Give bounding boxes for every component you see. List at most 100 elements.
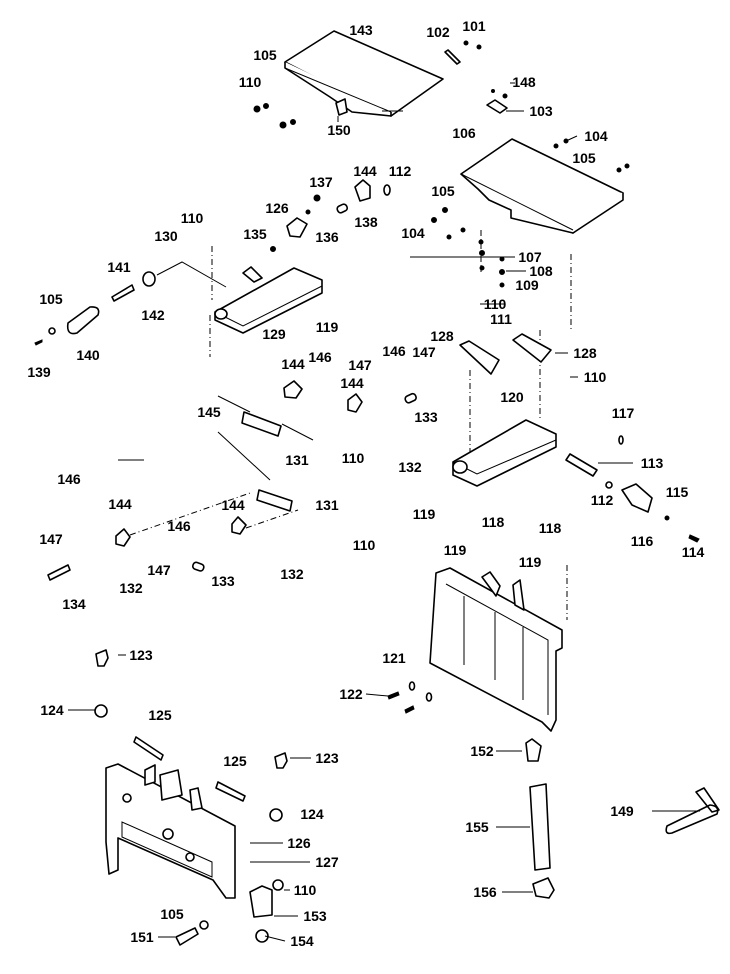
part-number-label: 137 [309, 174, 333, 190]
part-number-label: 147 [147, 562, 171, 578]
stand-leg-left [105, 763, 236, 899]
link-bars [47, 380, 417, 581]
stand-hardware [94, 649, 288, 946]
bolts-121-122 [387, 681, 433, 714]
part-number-label: 110 [180, 210, 204, 226]
part-number-label: 144 [281, 356, 305, 372]
part-number-label: 125 [223, 753, 247, 769]
part-number-label: 153 [303, 908, 327, 924]
part-number-label: 131 [285, 452, 309, 468]
part-number-label: 104 [584, 128, 608, 144]
part-number-label: 148 [512, 74, 536, 90]
hinge-parts-top [270, 179, 391, 252]
part-number-label: 146 [308, 349, 332, 365]
part-number-label: 119 [443, 542, 467, 558]
part-number-label: 109 [515, 277, 539, 293]
part-number-label: 135 [243, 226, 267, 242]
part-number-label: 118 [481, 514, 505, 530]
part-number-label: 131 [315, 497, 339, 513]
part-number-label: 134 [62, 596, 86, 612]
part-number-label: 116 [630, 533, 654, 549]
part-number-label: 156 [473, 884, 497, 900]
part-number-label: 114 [681, 544, 705, 560]
part-number-label: 115 [665, 484, 689, 500]
part-number-label: 138 [354, 214, 378, 230]
part-number-label: 147 [412, 344, 436, 360]
slide-rail-129 [214, 266, 323, 334]
part-number-label: 145 [197, 404, 221, 420]
part-number-label: 136 [315, 229, 339, 245]
bracket-103 [486, 99, 508, 114]
part-number-label: 110 [352, 537, 376, 553]
part-number-label: 150 [327, 122, 351, 138]
part-number-label: 102 [426, 24, 450, 40]
part-number-label: 146 [167, 518, 191, 534]
part-number-label: 128 [573, 345, 597, 361]
part-number-label: 113 [640, 455, 664, 471]
part-number-label: 143 [349, 22, 373, 38]
leg-parts [525, 738, 720, 899]
part-number-label: 154 [290, 933, 314, 949]
part-number-label: 144 [353, 163, 377, 179]
part-number-label: 105 [572, 150, 596, 166]
part-number-label: 105 [431, 183, 455, 199]
part-number-label: 110 [341, 450, 365, 466]
part-number-label: 139 [27, 364, 51, 380]
part-number-label: 149 [610, 803, 634, 819]
hardware-top [253, 40, 630, 288]
part-number-label: 103 [529, 103, 553, 119]
part-number-label: 107 [518, 249, 542, 265]
part-number-label: 155 [465, 819, 489, 835]
part-number-label: 151 [130, 929, 154, 945]
part-number-label: 110 [583, 369, 607, 385]
part-number-label: 118 [538, 520, 562, 536]
table-extension-143 [284, 30, 444, 117]
label-leaders [68, 82, 700, 942]
part-number-label: 119 [315, 319, 339, 335]
part-number-label: 117 [611, 405, 635, 421]
bracket-102 [444, 49, 461, 65]
part-number-label: 142 [141, 307, 165, 323]
part-number-label: 126 [287, 835, 311, 851]
part-number-label: 133 [211, 573, 235, 589]
part-number-label: 141 [107, 259, 131, 275]
stand-leg-right [429, 567, 563, 732]
slide-rail-120 [452, 333, 557, 487]
part-number-label: 106 [452, 125, 476, 141]
part-number-label: 105 [160, 906, 184, 922]
part-number-label: 129 [262, 326, 286, 342]
part-number-label: 140 [76, 347, 100, 363]
part-number-label: 144 [221, 497, 245, 513]
part-number-label: 144 [340, 375, 364, 391]
part-number-label: 132 [119, 580, 143, 596]
part-number-label: 110 [293, 882, 317, 898]
part-number-label: 133 [414, 409, 438, 425]
part-number-label: 104 [401, 225, 425, 241]
part-number-label: 111 [490, 311, 512, 327]
part-number-label: 124 [40, 702, 64, 718]
part-number-label: 123 [129, 647, 153, 663]
part-number-label: 147 [39, 531, 63, 547]
part-number-label: 110 [238, 74, 262, 90]
part-number-label: 124 [300, 806, 324, 822]
part-number-label: 132 [398, 459, 422, 475]
part-number-label: 110 [483, 296, 507, 312]
part-number-label: 152 [470, 743, 494, 759]
part-number-label: 112 [388, 163, 412, 179]
part-number-label: 108 [529, 263, 553, 279]
part-number-label: 126 [265, 200, 289, 216]
part-number-label: 105 [39, 291, 63, 307]
part-number-label: 146 [57, 471, 81, 487]
rod-and-clamp [565, 435, 700, 543]
table-extension-106 [460, 138, 624, 234]
part-number-label: 130 [154, 228, 178, 244]
part-number-label: 128 [430, 328, 454, 344]
part-number-label: 127 [315, 854, 339, 870]
part-number-label: 121 [382, 650, 406, 666]
part-number-label: 119 [518, 554, 542, 570]
part-number-label: 123 [315, 750, 339, 766]
part-number-label: 132 [280, 566, 304, 582]
part-number-label: 119 [412, 506, 436, 522]
part-number-label: 146 [382, 343, 406, 359]
